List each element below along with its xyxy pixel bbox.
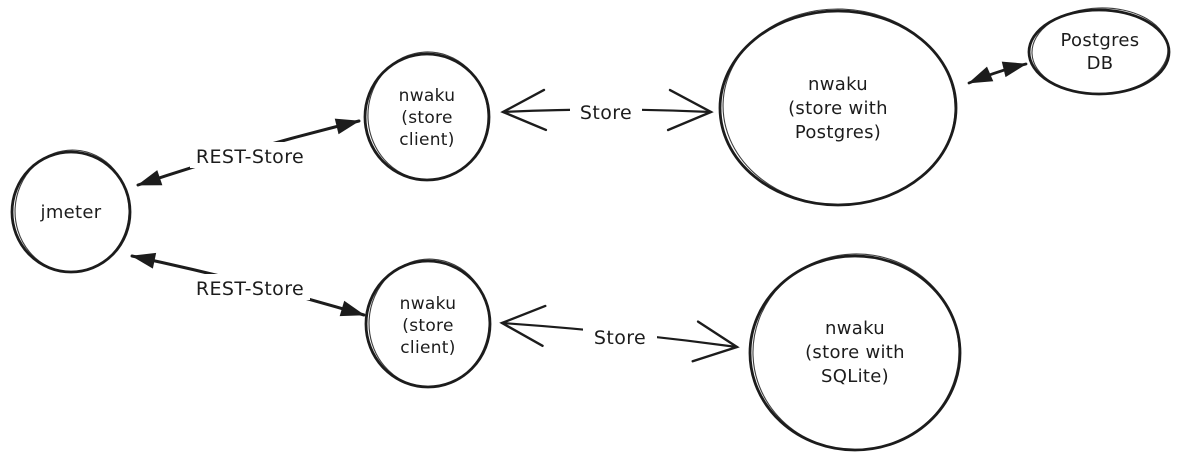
store-client-bottom-label-line1: nwaku — [400, 294, 457, 314]
rest-store-top-label: REST-Store — [196, 146, 304, 168]
store-client-top-label-line1: nwaku — [399, 86, 456, 106]
store-client-top-label-line2: (store — [401, 108, 452, 128]
store-postgres-label-line1: nwaku — [808, 74, 868, 95]
store-sqlite-label-line3: SQLite) — [821, 366, 889, 387]
store-top-label: Store — [580, 102, 632, 124]
node-postgres-db: Postgres DB — [1027, 7, 1171, 96]
store-sqlite-label-line2: (store with — [805, 342, 905, 363]
store-postgres-label-line2: (store with — [788, 98, 888, 119]
store-postgres-circle-sketch-stroke — [722, 8, 956, 206]
postgres-db-label-line2: DB — [1087, 53, 1114, 74]
store-client-bottom-label-line3: client) — [400, 338, 455, 358]
store-client-top-circle-sketch-stroke — [367, 51, 489, 181]
postgres-db-label-line1: Postgres — [1061, 30, 1140, 51]
rest-store-top-label-bg — [190, 142, 310, 168]
edge-store-bottom: Store — [499, 304, 740, 363]
edge-rest-store-top: REST-Store — [136, 118, 361, 187]
jmeter-label: jmeter — [40, 202, 102, 223]
store-client-bottom-label-line2: (store — [402, 316, 453, 336]
rest-store-bottom-label-bg — [190, 274, 310, 300]
node-nwaku-store-postgres: nwaku (store with Postgres) — [718, 8, 958, 207]
node-nwaku-store-sqlite: nwaku (store with SQLite) — [748, 253, 962, 452]
edge-postgres-db-link — [967, 61, 1028, 85]
store-bottom-label-bg — [583, 323, 657, 349]
store-sqlite-label-line1: nwaku — [825, 318, 885, 339]
node-nwaku-store-client-top: nwaku (store client) — [363, 51, 491, 182]
edge-rest-store-bottom: REST-Store — [130, 252, 366, 317]
rest-store-bottom-label: REST-Store — [196, 278, 304, 300]
postgres-db-ellipse-sketch-stroke — [1031, 7, 1169, 95]
node-nwaku-store-client-bottom: nwaku (store client) — [364, 258, 492, 389]
node-jmeter: jmeter — [10, 149, 132, 274]
jmeter-circle-sketch-stroke — [14, 149, 130, 273]
postgres-db-arrow — [967, 61, 1028, 85]
store-top-label-bg — [570, 99, 642, 125]
store-client-bottom-circle-sketch-stroke — [368, 258, 490, 388]
store-client-top-label-line3: client) — [399, 130, 454, 150]
store-bottom-label: Store — [594, 327, 646, 349]
edge-store-top: Store — [500, 88, 714, 132]
store-sqlite-circle-sketch-stroke — [752, 253, 960, 451]
store-postgres-label-line3: Postgres) — [795, 122, 881, 143]
